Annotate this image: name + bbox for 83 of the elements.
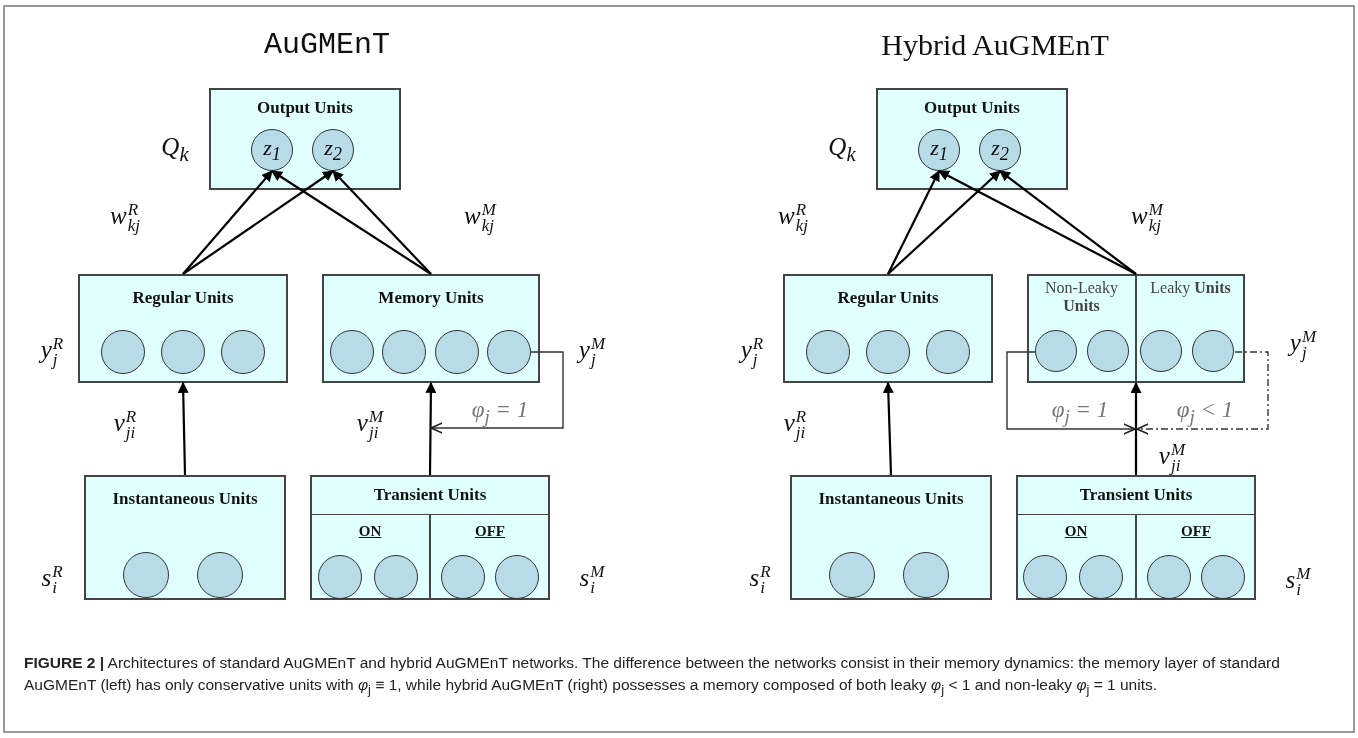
unit-label: z$_{1}$ bbox=[930, 134, 948, 166]
layer-heading: Memory Units bbox=[378, 288, 484, 308]
layer-heading: Transient Units bbox=[1079, 485, 1193, 505]
unit-circle bbox=[1023, 555, 1067, 599]
layer-box bbox=[322, 274, 540, 383]
math-symbol: Q$_{k}$ bbox=[161, 133, 189, 167]
unit-circle bbox=[221, 330, 265, 374]
unit-circle bbox=[926, 330, 970, 374]
unit-circle bbox=[1035, 330, 1077, 372]
unit-circle bbox=[829, 552, 875, 598]
arrow bbox=[271, 170, 432, 275]
arrow bbox=[425, 381, 437, 475]
unit-circle bbox=[979, 129, 1021, 171]
layer-heading: Output Units bbox=[924, 98, 1020, 118]
sub-panel bbox=[430, 514, 550, 600]
arrow bbox=[887, 170, 1001, 275]
arrow bbox=[430, 351, 564, 434]
layer-heading: OFF bbox=[1181, 523, 1211, 541]
unit-circle bbox=[101, 330, 145, 374]
arrow bbox=[1130, 381, 1142, 475]
arrow bbox=[882, 381, 894, 476]
unit-circle bbox=[918, 129, 960, 171]
layer-heading: ON bbox=[1064, 523, 1088, 541]
unit-circle bbox=[1201, 555, 1245, 599]
unit-circle bbox=[435, 330, 479, 374]
unit-circle bbox=[312, 129, 354, 171]
unit-circle bbox=[330, 330, 374, 374]
layer-box bbox=[310, 475, 550, 600]
unit-circle bbox=[495, 555, 539, 599]
unit-circle bbox=[197, 552, 243, 598]
panel-title: Hybrid AuGMEnT bbox=[881, 28, 1109, 62]
arrow bbox=[999, 170, 1137, 275]
arrow bbox=[887, 170, 940, 275]
sub-panel bbox=[1136, 514, 1256, 600]
layer-heading: Instantaneous Units bbox=[112, 489, 258, 509]
unit-circle bbox=[1140, 330, 1182, 372]
arrow bbox=[182, 170, 334, 275]
layer-box bbox=[783, 274, 993, 383]
unit-circle bbox=[903, 552, 949, 598]
layer-heading: ON bbox=[358, 523, 382, 541]
unit-circle bbox=[374, 555, 418, 599]
layer-heading: Transient Units bbox=[373, 485, 487, 505]
math-symbol: Q$_{k}$ bbox=[828, 133, 856, 167]
unit-label: z$_{2}$ bbox=[324, 134, 342, 166]
layer-box bbox=[84, 475, 286, 600]
layer-box bbox=[1016, 475, 1256, 600]
figure-caption: FIGURE 2 | Architectures of standard AuGMEnT and hybrid AuGMEnT networks. The difference between the networks consist in their memory dynamics: the memory layer of standard AuGMEnT (left) has only conservative units with φ$_{j}$ ≡ 1, while hybrid AuGMEnT (right) possesses a memory composed of both leaky φ$_{j}$ < 1 and non-leaky φ$_{j}$ = 1 units. bbox=[24, 653, 1281, 700]
arrow bbox=[182, 170, 273, 275]
arrow bbox=[177, 381, 189, 476]
layer-heading: Regular Units bbox=[837, 288, 939, 308]
layer-heading: Leaky Units bbox=[1150, 279, 1231, 298]
layer-heading: OFF bbox=[475, 523, 505, 541]
unit-circle bbox=[487, 330, 531, 374]
unit-circle bbox=[1147, 555, 1191, 599]
unit-label: z$_{2}$ bbox=[991, 134, 1009, 166]
layer-heading: Instantaneous Units bbox=[818, 489, 964, 509]
sub-panel bbox=[310, 514, 430, 600]
unit-circle bbox=[866, 330, 910, 374]
sub-panel bbox=[1016, 514, 1136, 600]
arrow bbox=[938, 170, 1137, 275]
unit-circle bbox=[318, 555, 362, 599]
unit-circle bbox=[161, 330, 205, 374]
unit-circle bbox=[441, 555, 485, 599]
layer-box bbox=[209, 88, 401, 190]
unit-circle bbox=[251, 129, 293, 171]
layer-box bbox=[78, 274, 288, 383]
unit-circle bbox=[1192, 330, 1234, 372]
unit-circle bbox=[806, 330, 850, 374]
unit-circle bbox=[1087, 330, 1129, 372]
layer-heading: Non-Leaky Units bbox=[1044, 279, 1119, 316]
layer-heading: Regular Units bbox=[132, 288, 234, 308]
unit-circle bbox=[123, 552, 169, 598]
unit-label: z$_{1}$ bbox=[263, 134, 281, 166]
unit-circle bbox=[1079, 555, 1123, 599]
layer-heading: Output Units bbox=[257, 98, 353, 118]
arrow bbox=[332, 170, 432, 275]
panel-title: AuGMEnT bbox=[264, 28, 390, 62]
layer-box bbox=[790, 475, 992, 600]
unit-circle bbox=[382, 330, 426, 374]
arrow bbox=[1136, 351, 1269, 435]
arrow bbox=[1006, 351, 1136, 435]
layer-box bbox=[1027, 274, 1245, 383]
layer-box bbox=[876, 88, 1068, 190]
